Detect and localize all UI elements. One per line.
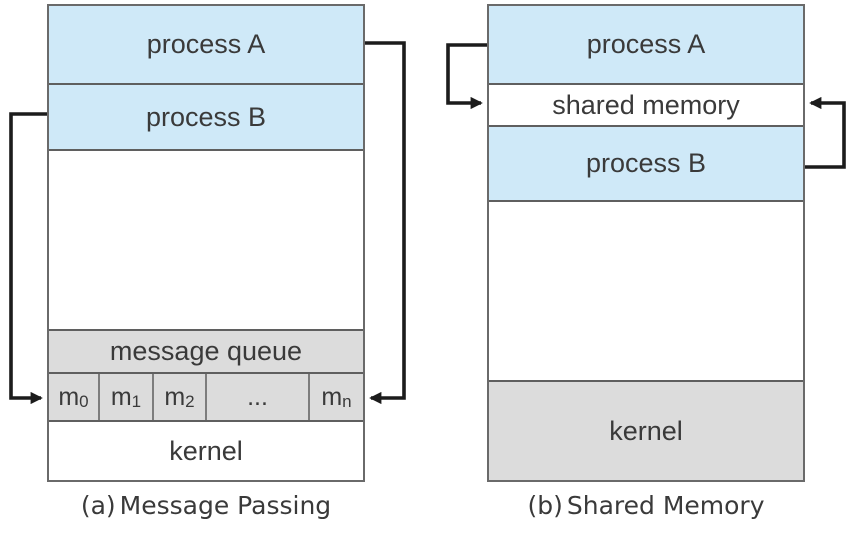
cell-base: m <box>110 382 132 411</box>
caption-b-text: Shared Memory <box>566 491 765 520</box>
cell-base: ... <box>247 382 268 411</box>
shared-memory-section: shared memory <box>489 85 803 127</box>
process-b-label-b: process B <box>585 148 707 178</box>
shared-memory-label: shared memory <box>552 89 740 120</box>
arrow-processA-to-mn <box>365 41 406 405</box>
process-b-section: process B <box>49 85 363 151</box>
process-a-label-b: process A <box>586 29 706 59</box>
process-b-label: process B <box>145 101 267 132</box>
shared-memory-box: process A shared memory process B kernel <box>487 4 805 482</box>
kernel-label-a: kernel <box>169 435 243 466</box>
message-queue-label: message queue <box>109 336 303 366</box>
process-a-label: process A <box>146 29 266 59</box>
process-b-section-b: process B <box>489 127 803 202</box>
cell-base: m <box>58 382 80 411</box>
message-queue-section: message queue <box>49 329 363 374</box>
caption-a-text: Message Passing <box>119 491 332 520</box>
kernel-section-b: kernel <box>489 380 803 480</box>
arrow-processB-to-shared-memory <box>805 96 846 169</box>
process-a-section-b: process A <box>489 6 803 85</box>
cell-base: m <box>321 382 343 411</box>
caption-b-label: (b) <box>527 491 563 520</box>
cell-base: m <box>164 382 186 411</box>
arrow-processB-to-m0 <box>9 112 47 405</box>
kernel-label-b: kernel <box>609 415 683 446</box>
empty-user-space-b <box>489 202 803 380</box>
arrow-processA-to-shared-memory <box>446 43 487 110</box>
caption-b: (b)Shared Memory <box>487 491 805 520</box>
caption-a: (a)Message Passing <box>47 491 365 520</box>
process-a-section: process A <box>49 6 363 85</box>
empty-user-space <box>49 151 363 329</box>
queue-cell-ellipsis: ... <box>207 374 310 420</box>
kernel-section-a: kernel <box>49 422 363 480</box>
caption-a-label: (a) <box>80 491 116 520</box>
